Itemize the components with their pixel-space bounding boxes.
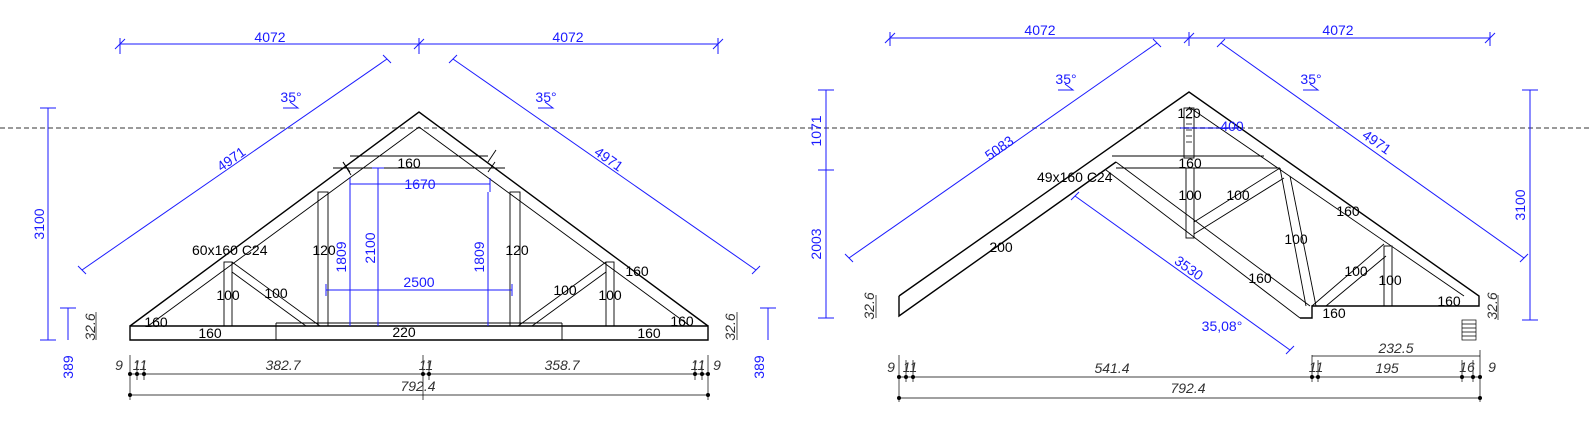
left-member-diag-r: 100: [553, 282, 577, 298]
left-top-dim-2: 4072: [552, 29, 583, 45]
left-member-vert-r: 100: [598, 287, 622, 303]
right-span-1: 541.4: [1094, 360, 1129, 376]
left-section: 60x160 C24: [192, 242, 268, 258]
left-room-width: 2500: [403, 274, 434, 290]
right-offset-ra: 9: [1488, 359, 1496, 375]
right-top-dim-2: 4072: [1322, 22, 1353, 38]
left-side-post-2: 1809: [471, 241, 487, 272]
right-height-right: 3100: [1512, 189, 1528, 220]
right-plate-height: 389: [751, 355, 767, 379]
right-total: 792.4: [1170, 380, 1205, 396]
left-angle-1: 35°: [280, 89, 301, 105]
left-collar: 160: [397, 155, 421, 171]
left-member-br2: 160: [670, 313, 694, 329]
right-diag-dim: 3530: [1172, 252, 1207, 283]
left-member-bl: 160: [144, 314, 168, 330]
left-member-vert: 100: [216, 287, 240, 303]
right-chord-right: 160: [1336, 203, 1360, 219]
right-vert1: 100: [1178, 187, 1202, 203]
right-angle-2: 35°: [1300, 71, 1321, 87]
left-angle-2: 35°: [535, 89, 556, 105]
left-offset-mid: 11: [419, 357, 434, 373]
right-end-chord: 160: [1437, 293, 1461, 309]
right-top-dim-1: 4072: [1024, 22, 1055, 38]
left-bottom-mid: 220: [392, 324, 416, 340]
left-total: 792.4: [400, 378, 435, 394]
right-offset-lb: 11: [903, 359, 918, 375]
left-offset-lb: 11: [133, 357, 148, 373]
right-supports: [897, 350, 1482, 402]
left-member-bl2: 160: [198, 325, 222, 341]
right-king: 120: [1177, 105, 1201, 121]
right-heel-1: 32.6: [861, 292, 877, 319]
right-span-2: 195: [1375, 360, 1399, 376]
right-height-lower: 2003: [808, 228, 824, 259]
left-top-dim-1: 4072: [254, 29, 285, 45]
right-upper-span: 232.5: [1377, 340, 1413, 356]
left-side-post-1: 1809: [333, 241, 349, 272]
left-post-width-1: 120: [312, 242, 336, 258]
left-rafter-dim-1: 4971: [214, 143, 249, 174]
left-member-diag: 100: [264, 285, 288, 301]
right-vert-low: 100: [1378, 272, 1402, 288]
left-collar-span: 1670: [404, 176, 435, 192]
right-rafter-right: 4971: [1360, 126, 1395, 157]
right-offset-mid: 11: [1309, 359, 1324, 375]
right-web-low: 100: [1344, 263, 1368, 279]
right-diag-angle: 35,08°: [1202, 318, 1243, 334]
right-left-chord: 200: [989, 239, 1013, 255]
left-offset-ra: 9: [713, 357, 721, 373]
left-rafter-dim-2: 4971: [592, 143, 627, 174]
left-heel-2: 32.6: [722, 313, 738, 340]
right-diag1: 100: [1226, 187, 1250, 203]
left-plate-height: 389: [60, 355, 76, 379]
left-offset-rb: 11: [691, 357, 706, 373]
right-rafter-left: 5083: [982, 132, 1017, 163]
left-offset-la: 9: [115, 357, 123, 373]
left-heel-1: 32.6: [82, 313, 98, 340]
right-angle-1: 35°: [1055, 71, 1076, 87]
right-web-mid: 100: [1284, 231, 1308, 247]
left-supports: [128, 355, 710, 400]
right-truss: 4072 4072 5083 4971 35° 35° 1071 2003 31…: [808, 22, 1538, 402]
right-offset: 400: [1220, 118, 1244, 134]
left-post-height: 2100: [362, 232, 378, 263]
right-offset-la: 9: [887, 359, 895, 375]
left-span-2: 358.7: [544, 357, 580, 373]
left-post-width-2: 120: [505, 242, 529, 258]
left-span-1: 382.7: [265, 357, 301, 373]
left-member-tr: 160: [625, 263, 649, 279]
right-height-upper: 1071: [808, 115, 824, 146]
left-height-total: 3100: [31, 208, 47, 239]
right-collar: 160: [1178, 155, 1202, 171]
right-bottom-diag: 160: [1248, 270, 1272, 286]
right-offset-rb: 16: [1459, 359, 1475, 375]
right-bottom: 160: [1322, 305, 1346, 321]
right-section: 49x160 C24: [1037, 169, 1113, 185]
left-member-br: 160: [637, 325, 661, 341]
right-heel-2: 32.6: [1484, 292, 1500, 319]
left-truss: 4072 4072 4971 4971 35° 35° 3100 389 389…: [31, 29, 776, 400]
